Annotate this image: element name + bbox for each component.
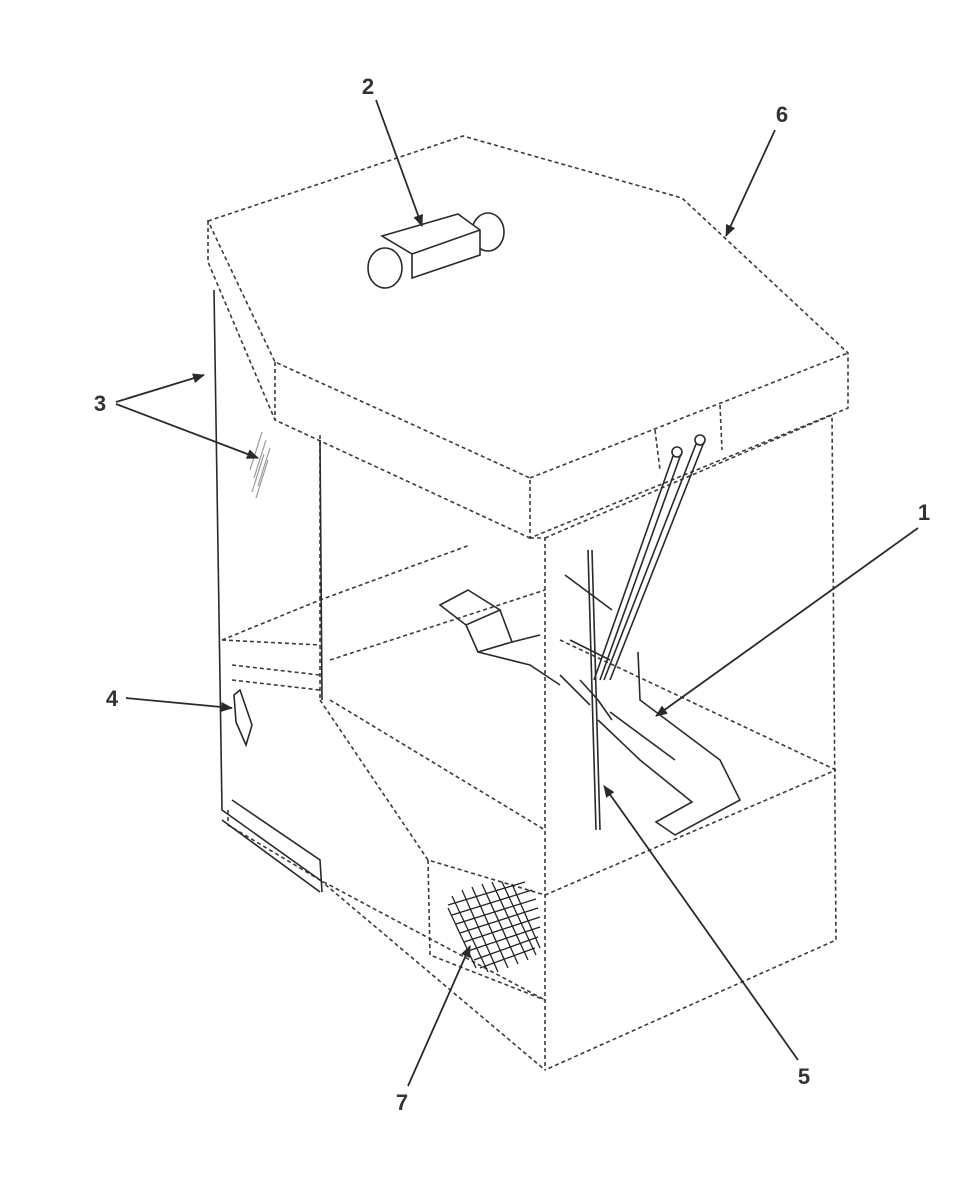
floor-pedal-left — [438, 589, 561, 686]
callout-6: 6 — [776, 102, 788, 127]
floor-pedal-right — [597, 651, 742, 836]
leader-4 — [125, 697, 233, 712]
window-glass-icon — [249, 431, 271, 499]
cab-roof — [206, 135, 849, 540]
dome-light-icon — [367, 212, 505, 289]
leader-2 — [375, 99, 423, 227]
leader-6 — [725, 129, 776, 237]
leader-3a — [115, 373, 205, 403]
wiper-arms — [593, 434, 706, 681]
vent-grille-icon — [447, 881, 541, 973]
callout-7: 7 — [396, 1090, 408, 1115]
control-lever — [559, 549, 613, 831]
callout-1: 1 — [918, 500, 930, 525]
callout-5: 5 — [798, 1064, 810, 1089]
leader-5 — [603, 785, 799, 1061]
callout-2: 2 — [362, 74, 374, 99]
callout-4: 4 — [106, 686, 119, 711]
cab-frame — [221, 404, 837, 1071]
leader-7 — [407, 945, 471, 1087]
cab-door — [213, 289, 323, 893]
callout-3: 3 — [94, 391, 106, 416]
leader-lines — [115, 99, 919, 1087]
leader-3b — [115, 403, 259, 459]
callout-labels: 1 2 3 4 5 6 7 — [94, 74, 930, 1115]
leader-1 — [655, 527, 919, 717]
door-latch-icon — [233, 688, 253, 748]
